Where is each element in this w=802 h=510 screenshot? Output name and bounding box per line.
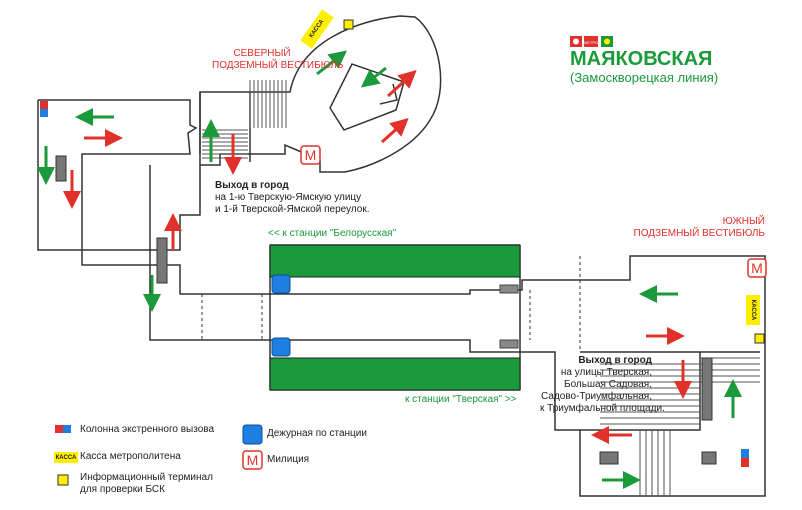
north-exit-info: Выход в город на 1-ю Тверскую-Ямскую ули… [215,180,370,215]
north-vestibule-label: СЕВЕРНЫЙ ПОДЗЕМНЫЙ ВЕСТИБЮЛЬ [212,48,344,71]
exit-arrows [37,50,742,489]
ticket-office-icon: КАССА [746,295,760,325]
legend-emergency-column: Колонна экстренного вызова [80,424,215,435]
legend-swatches: М [55,424,263,486]
passage-markers [201,256,581,350]
police-icon: М [300,145,321,165]
legend-info-terminal: Информационный терминал для проверки БСК [80,472,213,495]
platform-end-block [499,339,519,349]
direction-tverskaya: к станции "Тверская" >> [405,394,517,405]
platform-track-north [269,244,521,278]
turnstiles [55,155,717,465]
emergency-call-column-icon [40,101,48,117]
legend-station-attendant: Дежурная по станции [267,428,367,439]
svg-text:МЕТРО: МЕТРО [584,40,598,45]
platform-end-block [499,284,519,294]
legend-police: Милиция [267,454,310,465]
info-terminal-icon [754,333,765,344]
info-terminal-icon [343,19,354,30]
direction-belorusskaya: << к станции "Белорусская" [268,228,397,239]
station-title: МАЯКОВСКАЯ [570,48,713,70]
stairs [202,80,760,496]
line-name: (Замоскворецкая линия) [570,70,719,85]
entry-arrows [63,69,692,444]
station-attendant-icon [271,337,291,357]
legend-ticket-office: Касса метрополитена [80,451,181,462]
svg-text:М: М [751,260,763,276]
ticket-office-icon: КАССА [54,452,78,463]
emergency-call-column-icon [741,449,749,467]
police-icon: М [747,258,767,278]
svg-text:М: М [247,452,259,468]
svg-text:М: М [305,147,317,163]
south-vestibule-label: ЮЖНЫЙ ПОДЗЕМНЫЙ ВЕСТИБЮЛЬ [633,216,765,239]
station-attendant-icon [271,274,291,294]
metro-logo: МЕТРО [570,36,613,47]
south-exit-info: Выход в город на улицы Тверская, Большая… [540,355,665,414]
platform-track-south [269,357,521,391]
